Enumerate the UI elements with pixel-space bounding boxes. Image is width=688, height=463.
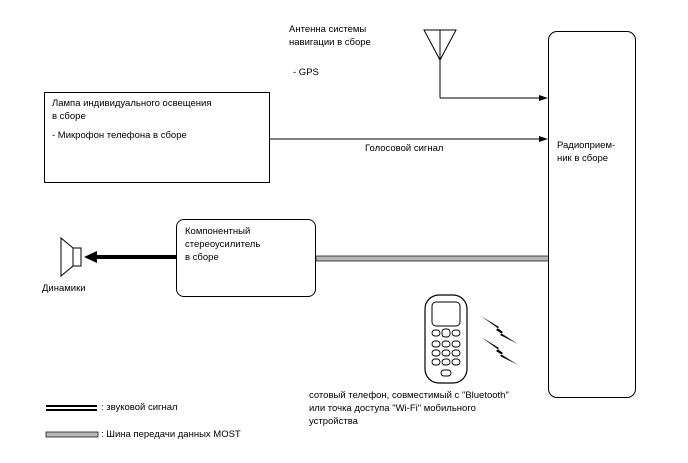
phone-caption-line3: устройства <box>309 416 358 427</box>
lamp-unit-label-line2: в сборе <box>52 111 86 122</box>
amplifier-box <box>176 219 316 297</box>
amplifier-label-line2: стереоусилитель <box>185 239 261 250</box>
lamp-unit-item: - Микрофон телефона в сборе <box>52 130 187 141</box>
radio-receiver-box <box>548 31 636 398</box>
antenna-signal-line <box>440 95 548 101</box>
wireless-signal-icon <box>481 316 518 365</box>
radio-receiver-label-line1: Радиоприем- <box>557 140 616 151</box>
speaker-icon <box>60 236 82 278</box>
amplifier-label-line3: в сборе <box>185 252 219 263</box>
legend-most-line <box>45 431 99 438</box>
lamp-unit-label-line1: Лампа индивидуального освещения <box>52 98 212 109</box>
most-bus-line <box>315 255 550 262</box>
legend-sound-label: : звуковой сигнал <box>101 402 178 413</box>
sound-signal-line <box>84 251 176 263</box>
voice-signal-line <box>270 136 548 142</box>
radio-receiver-label-line2: ник в сборе <box>557 153 609 164</box>
legend-most-label: : Шина передачи данных MOST <box>101 429 241 440</box>
legend-sound-line <box>46 405 97 411</box>
lamp-unit-box <box>44 92 270 183</box>
gps-antenna-icon <box>423 29 457 98</box>
gps-antenna-item: - GPS <box>293 67 319 78</box>
amplifier-label-line1: Компонентный <box>185 226 251 237</box>
mobile-phone-icon <box>424 294 468 384</box>
gps-antenna-label-line2: навигации в сборе <box>289 37 371 48</box>
voice-signal-label: Голосовой сигнал <box>365 143 444 154</box>
speakers-label: Динамики <box>42 283 86 294</box>
phone-caption-line1: сотовый телефон, совместимый с "Bluetoot… <box>309 390 509 401</box>
phone-caption-line2: или точка доступа "Wi-Fi" мобильного <box>309 403 476 414</box>
gps-antenna-label-line1: Антенна системы <box>289 24 367 35</box>
